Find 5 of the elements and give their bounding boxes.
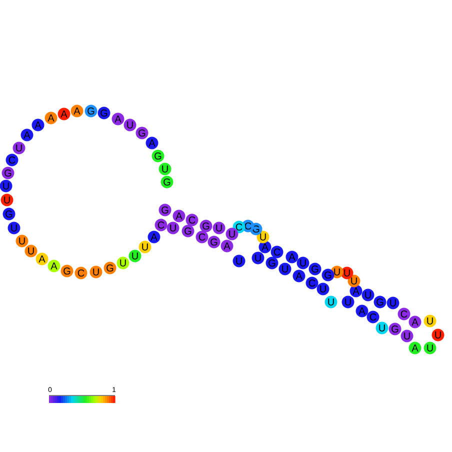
node-label: G — [202, 222, 210, 230]
node-label: G — [184, 227, 192, 235]
node-label: C — [244, 222, 252, 230]
node-label: C — [188, 216, 196, 224]
node-label: C — [198, 233, 206, 241]
